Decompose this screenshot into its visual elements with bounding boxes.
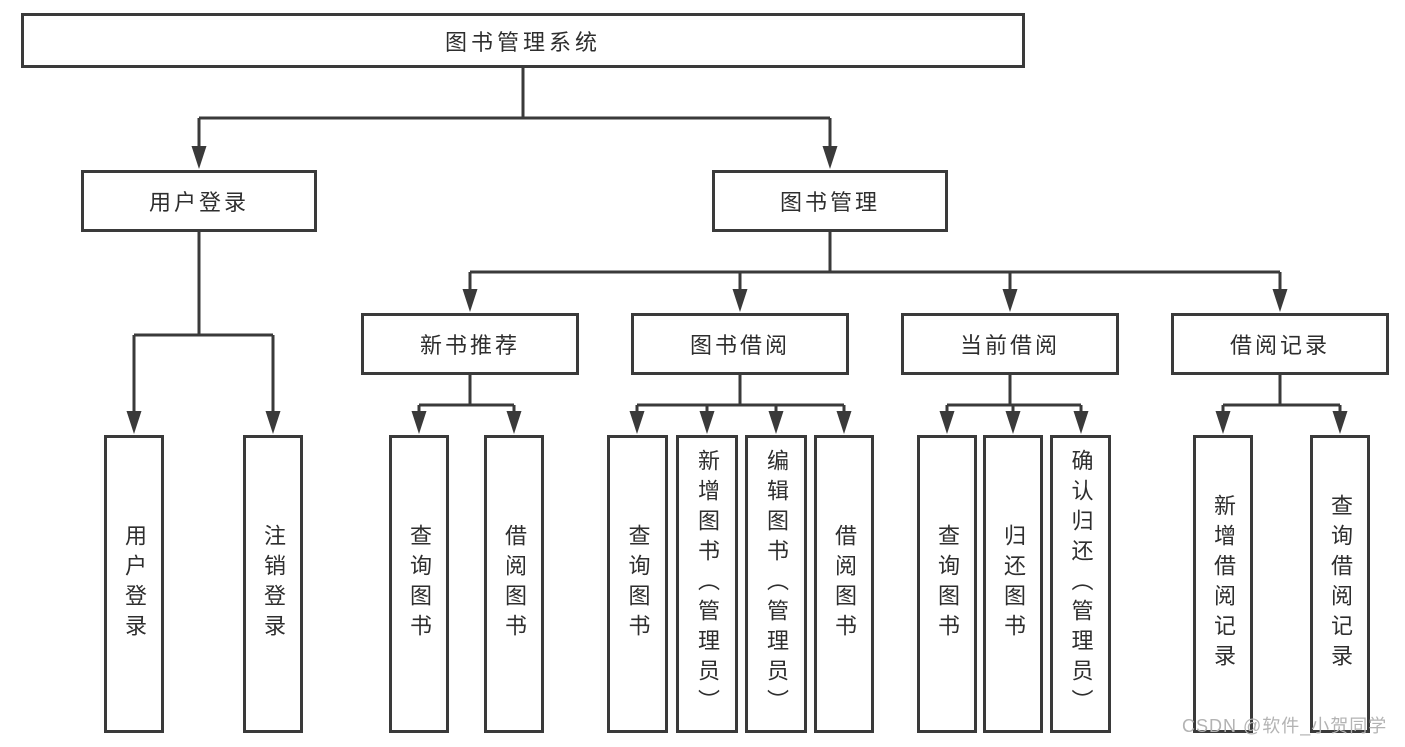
leaf-query-book-current: 查询图书 bbox=[917, 435, 977, 733]
arrowhead bbox=[1215, 411, 1231, 434]
leaf-query-borrow-record: 查询借阅记录 bbox=[1310, 435, 1370, 733]
node-book-borrow: 图书借阅 bbox=[631, 313, 849, 375]
arrowhead bbox=[768, 411, 784, 434]
node-user-login: 用户登录 bbox=[81, 170, 317, 232]
arrowhead bbox=[939, 411, 955, 434]
leaf-query-borrow-record-label: 查询借阅记录 bbox=[1328, 494, 1353, 674]
arrowhead bbox=[462, 289, 478, 312]
arrowhead bbox=[506, 411, 522, 434]
leaf-edit-book-admin-label: 编辑图书（管理员） bbox=[764, 449, 789, 719]
leaf-borrow-book-recommend-label: 借阅图书 bbox=[502, 524, 527, 644]
leaf-add-book-admin-label: 新增图书（管理员） bbox=[695, 449, 720, 719]
node-new-book-recommend-label: 新书推荐 bbox=[419, 333, 520, 358]
arrowhead bbox=[836, 411, 852, 434]
node-root-label: 图书管理系统 bbox=[444, 29, 601, 55]
connector-book-borrow-to-leaves bbox=[635, 375, 846, 412]
leaf-logout: 注销登录 bbox=[243, 435, 303, 733]
leaf-borrow-book-label: 借阅图书 bbox=[832, 524, 857, 644]
leaf-edit-book-admin: 编辑图书（管理员） bbox=[745, 435, 807, 733]
node-book-borrow-label: 图书借阅 bbox=[689, 333, 790, 358]
watermark: CSDN @软件_小贺同学 bbox=[1182, 716, 1388, 736]
arrowhead bbox=[1332, 411, 1348, 434]
arrowhead bbox=[732, 289, 748, 312]
arrowhead bbox=[1272, 289, 1288, 312]
leaf-user-login-label: 用户登录 bbox=[122, 524, 147, 644]
leaf-borrow-book-recommend: 借阅图书 bbox=[484, 435, 544, 733]
arrowhead bbox=[822, 146, 838, 169]
leaf-query-book-recommend: 查询图书 bbox=[389, 435, 449, 733]
leaf-query-book-borrow-label: 查询图书 bbox=[625, 524, 651, 644]
leaf-query-book-current-label: 查询图书 bbox=[935, 524, 960, 644]
node-borrow-records-label: 借阅记录 bbox=[1229, 333, 1330, 358]
leaf-add-book-admin: 新增图书（管理员） bbox=[676, 435, 738, 733]
leaf-user-login: 用户登录 bbox=[104, 435, 164, 733]
connector-root-to-level2 bbox=[197, 68, 832, 148]
leaf-add-borrow-record-label: 新增借阅记录 bbox=[1211, 494, 1236, 674]
leaf-confirm-return-admin: 确认归还（管理员） bbox=[1050, 435, 1111, 733]
connector-current-borrow-to-leaves bbox=[945, 375, 1083, 412]
connector-user-login-to-leaves bbox=[132, 232, 275, 412]
leaf-confirm-return-admin-label: 确认归还（管理员） bbox=[1068, 449, 1094, 719]
connector-new-book-to-leaves bbox=[417, 375, 516, 412]
arrowhead bbox=[1002, 289, 1018, 312]
arrowhead bbox=[1005, 411, 1021, 434]
leaf-logout-label: 注销登录 bbox=[261, 524, 286, 644]
arrowhead bbox=[411, 411, 427, 434]
arrowhead bbox=[1073, 411, 1089, 434]
node-new-book-recommend: 新书推荐 bbox=[361, 313, 579, 375]
arrowhead bbox=[191, 146, 207, 169]
node-borrow-records: 借阅记录 bbox=[1171, 313, 1389, 375]
leaf-query-book-recommend-label: 查询图书 bbox=[407, 524, 432, 644]
node-book-management-label: 图书管理 bbox=[779, 190, 880, 215]
arrowhead bbox=[126, 411, 142, 434]
leaf-return-book-label: 归还图书 bbox=[1001, 524, 1026, 644]
node-book-management: 图书管理 bbox=[712, 170, 948, 232]
connector-book-mgmt-to-level3 bbox=[468, 232, 1282, 290]
connector-borrow-records-to-leaves bbox=[1221, 375, 1342, 412]
arrowhead bbox=[265, 411, 281, 434]
leaf-query-book-borrow: 查询图书 bbox=[607, 435, 668, 733]
arrowhead bbox=[629, 411, 645, 434]
arrowhead bbox=[699, 411, 715, 434]
node-user-login-label: 用户登录 bbox=[148, 190, 249, 215]
node-current-borrow-label: 当前借阅 bbox=[959, 333, 1060, 358]
leaf-add-borrow-record: 新增借阅记录 bbox=[1193, 435, 1253, 733]
node-current-borrow: 当前借阅 bbox=[901, 313, 1119, 375]
node-root: 图书管理系统 bbox=[21, 13, 1025, 68]
leaf-borrow-book: 借阅图书 bbox=[814, 435, 874, 733]
leaf-return-book: 归还图书 bbox=[983, 435, 1043, 733]
